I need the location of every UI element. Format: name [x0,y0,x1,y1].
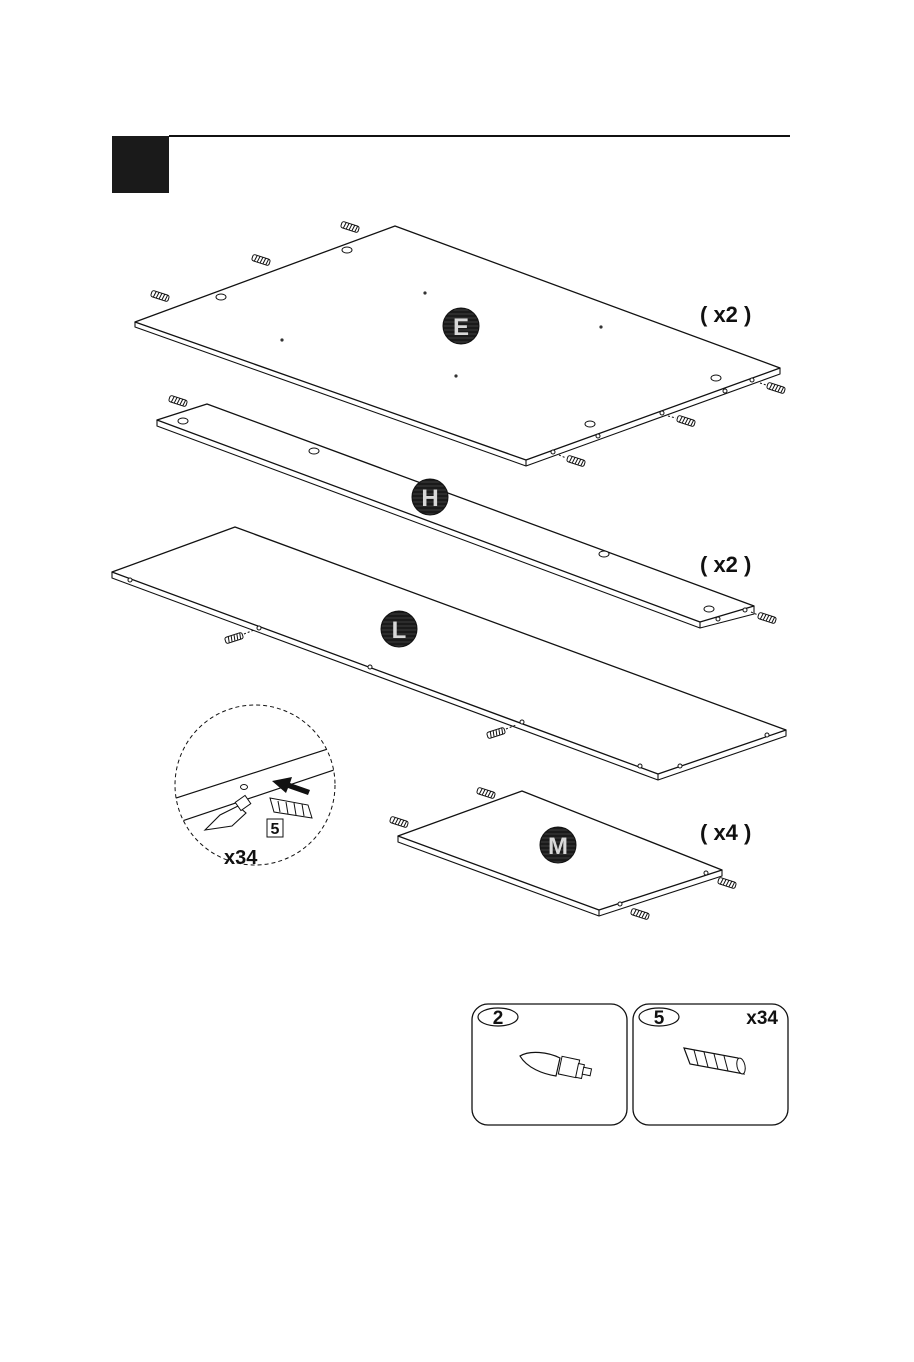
panel-quantity: ( x2 ) [700,552,751,577]
step-number-box [112,136,169,193]
part-card: 5 x34 [633,1004,788,1125]
detail-count: x34 [224,847,258,869]
detail-part-number: 5 [271,821,280,838]
panel-m: M ( x4 ) [389,787,751,920]
part-number: 2 [493,1008,504,1029]
panel-quantity: ( x2 ) [700,302,751,327]
part-number: 5 [654,1008,665,1029]
panel-label: H [421,485,438,512]
panel-label: M [548,833,568,860]
panel-label: L [392,617,407,644]
part-card: 2 [472,1004,627,1125]
parts-legend: 2 5 x34 [472,1004,788,1125]
panel-label: E [453,314,469,341]
panel-quantity: ( x4 ) [700,820,751,845]
step-header [112,136,790,193]
detail-inset: 5 x34 [170,705,340,869]
part-count: x34 [746,1008,778,1029]
